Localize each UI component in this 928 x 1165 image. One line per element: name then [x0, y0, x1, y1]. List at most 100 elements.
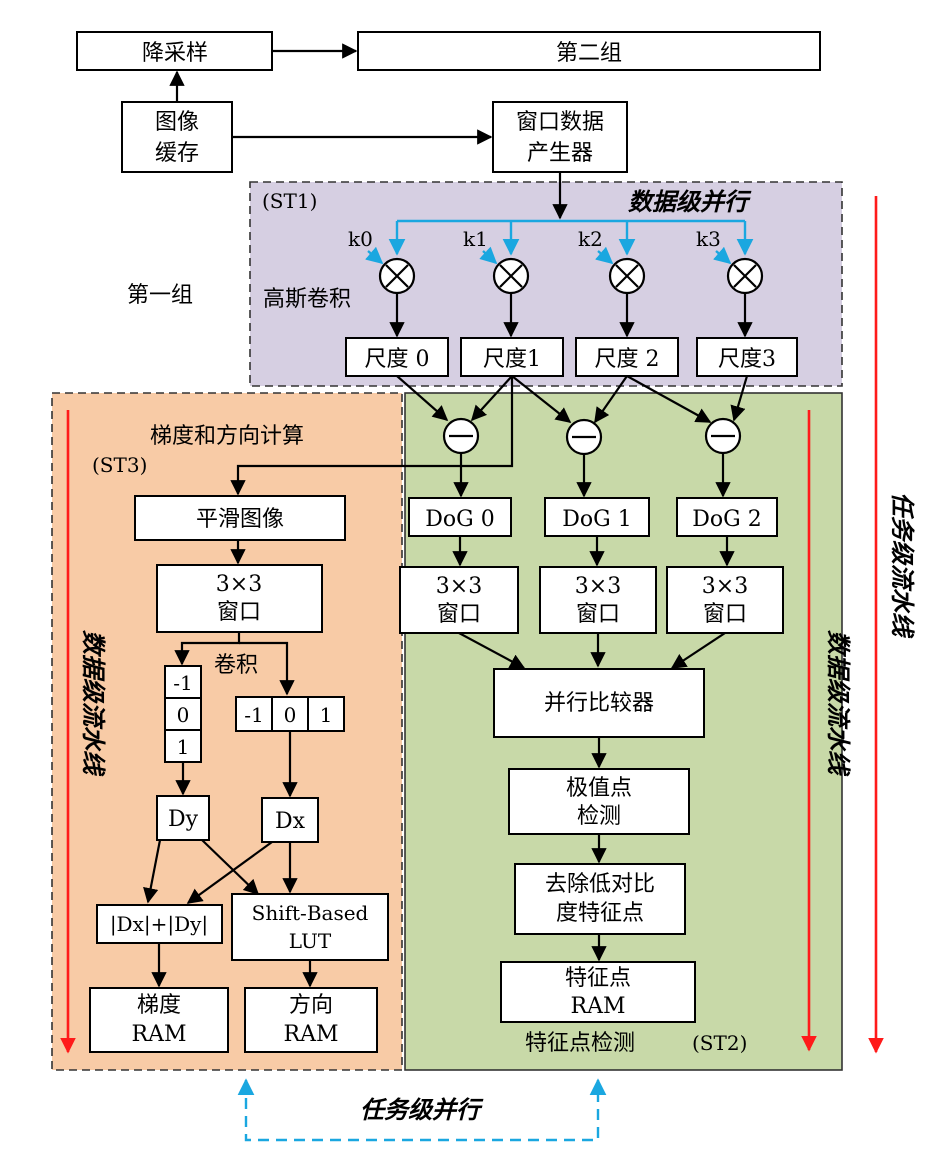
remove-label-1: 去除低对比 — [545, 872, 655, 897]
comparator-label: 并行比较器 — [544, 691, 654, 716]
arrow-scale0-sub0 — [396, 375, 449, 422]
st2-tag: (ST2) — [692, 1031, 747, 1055]
remove-label-2: 度特征点 — [556, 901, 644, 926]
st1-tag: (ST1) — [262, 189, 317, 213]
subtractor-1 — [565, 418, 603, 456]
lut-box — [231, 893, 389, 961]
arrow-win2-comp — [670, 632, 726, 669]
st3-window-box — [156, 564, 323, 633]
dog-window-2-line2: 窗口 — [703, 602, 747, 627]
kernel-k1: k1 — [463, 227, 488, 251]
vkernel-value-0: -1 — [173, 671, 192, 695]
st3-tag: (ST3) — [92, 453, 147, 477]
kernel-arrow-1 — [479, 246, 498, 265]
task-parallel-label: 任务级并行 — [360, 1096, 484, 1124]
arrow-scale1-sub0 — [470, 375, 513, 422]
gauss-label: 高斯卷积 — [263, 287, 351, 312]
dog-window-box-2 — [666, 566, 784, 634]
kernel-k2: k2 — [578, 227, 603, 251]
extrema-label-1: 极值点 — [566, 776, 632, 801]
st2-pipeline-label: 数据级流水线 — [824, 630, 852, 777]
multiplier-1 — [492, 257, 530, 295]
dog-window-box-0 — [399, 566, 519, 634]
kernel-arrow-2 — [595, 246, 614, 265]
feature-ram-label-1: 特征点 — [565, 966, 631, 991]
window-gen-label-1: 窗口数据 — [516, 110, 604, 135]
arrow-dy-lut — [201, 839, 260, 896]
scale-label-1: 尺度1 — [483, 347, 541, 372]
kernel-arrow-0 — [365, 246, 384, 265]
st2-label: 特征点检测 — [525, 1031, 635, 1056]
extrema-label-2: 检测 — [577, 804, 621, 829]
scale-box-1 — [460, 337, 564, 377]
downsample-label: 降采样 — [142, 41, 208, 66]
dog-window-1-line1: 3×3 — [575, 574, 621, 599]
gradient-ram-label-1: 梯度 — [137, 993, 181, 1018]
scale-label-2: 尺度 2 — [595, 347, 660, 372]
scale-label-3: 尺度3 — [718, 347, 776, 372]
kernel-k3: k3 — [696, 227, 721, 251]
dog-window-0-line1: 3×3 — [436, 574, 482, 599]
dog-window-1-line2: 窗口 — [576, 602, 620, 627]
dy-label: Dy — [168, 807, 199, 832]
dog-label-1: DoG 1 — [562, 507, 631, 532]
st3-window-line2: 窗口 — [217, 600, 261, 625]
feature-ram-label-2: RAM — [571, 994, 626, 1019]
multiplier-3 — [726, 257, 764, 295]
arrow-scale2-sub2 — [626, 375, 712, 423]
gradient-ram-label-2: RAM — [132, 1022, 187, 1047]
dx-label: Dx — [275, 809, 306, 834]
image-cache-label-2: 缓存 — [155, 141, 199, 166]
dog-label-0: DoG 0 — [425, 507, 494, 532]
hkernel-cell-2 — [307, 696, 345, 732]
vkernel-value-2: 1 — [177, 735, 190, 759]
second-group-label: 第二组 — [556, 41, 622, 66]
abssum-label: |Dx|+|Dy| — [110, 912, 208, 937]
st3-pipeline-label: 数据级流水线 — [79, 630, 107, 777]
window-gen-label-2: 产生器 — [527, 141, 593, 166]
scale-label-0: 尺度 0 — [365, 347, 430, 372]
st1-data-parallel-label: 数据级并行 — [628, 188, 752, 216]
hkernel-value-2: 1 — [320, 703, 333, 727]
arrow-scale3-sub2 — [730, 375, 749, 422]
arrow-scale1-to-smooth — [230, 376, 514, 496]
direction-ram-label-1: 方向 — [289, 993, 333, 1018]
multiplier-0 — [378, 257, 416, 295]
vkernel-cell-0 — [164, 665, 202, 699]
remove-low-contrast-box — [514, 863, 686, 935]
st3-title: 梯度和方向计算 — [150, 424, 304, 449]
dy-box — [156, 795, 210, 841]
vkernel-value-1: 0 — [177, 703, 190, 727]
window-gen-box — [492, 101, 628, 173]
downsample-box — [76, 31, 273, 71]
arrow-window-to-hkernel — [239, 641, 295, 696]
dog-window-0-line2: 窗口 — [437, 602, 481, 627]
direction-ram-box — [244, 987, 378, 1053]
dx-box — [261, 797, 319, 843]
subtractor-2 — [704, 417, 742, 455]
second-group-box — [357, 31, 821, 71]
conv-label: 卷积 — [214, 653, 258, 678]
dog-box-1 — [544, 497, 650, 537]
gradient-ram-box — [89, 987, 229, 1053]
dog-window-2-line1: 3×3 — [702, 574, 748, 599]
direction-ram-label-2: RAM — [284, 1022, 339, 1047]
subtractor-0 — [442, 417, 480, 455]
kernel-k0: k0 — [348, 227, 373, 251]
lut-label-1: Shift-Based — [252, 901, 369, 925]
lut-label-2: LUT — [289, 929, 332, 953]
multiplier-2 — [608, 257, 646, 295]
dog-window-box-1 — [539, 566, 657, 634]
hkernel-value-1: 0 — [284, 703, 297, 727]
first-group-label: 第一组 — [127, 283, 193, 308]
smooth-box — [134, 495, 346, 541]
arrow-window-to-vkernel — [174, 632, 241, 666]
arrow-dx-abssum — [186, 841, 273, 904]
dog-box-0 — [408, 497, 512, 537]
feature-ram-box — [500, 961, 696, 1023]
scale-box-0 — [345, 337, 449, 377]
task-pipeline-label: 任务级流水线 — [888, 492, 916, 639]
st3-window-line1: 3×3 — [216, 572, 262, 597]
image-cache-label-1: 图像 — [155, 110, 199, 135]
